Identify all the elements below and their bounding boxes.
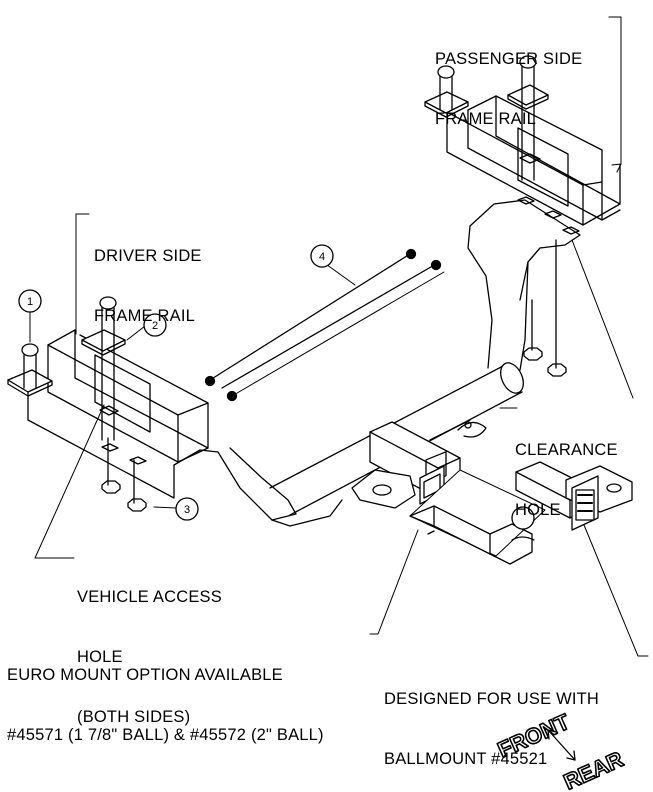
callout-3: 3 xyxy=(175,497,199,521)
driver-carriage-bolts xyxy=(7,296,126,441)
svg-text:4: 4 xyxy=(319,251,325,263)
vehicle-access-label: VEHICLE ACCESS HOLE (BOTH SIDES) xyxy=(77,588,222,726)
svg-text:3: 3 xyxy=(184,504,190,516)
long-bolts xyxy=(204,248,445,402)
passenger-carriage-bolts xyxy=(424,55,549,181)
driver-rail-label: DRIVER SIDE FRAME RAIL xyxy=(94,247,202,325)
clearance-hole-label: CLEARANCE HOLE xyxy=(515,441,618,519)
euro-ball-mount xyxy=(409,469,546,565)
hex-nuts xyxy=(101,239,567,512)
driver-frame-rail xyxy=(27,329,209,499)
passenger-frame-rail xyxy=(446,95,621,235)
direction-arrow-icon xyxy=(547,729,576,761)
euro-mount-label: EURO MOUNT OPTION AVAILABLE #45571 (1 7/… xyxy=(7,666,324,744)
passenger-rail-label: PASSENGER SIDE FRAME RAIL xyxy=(435,50,583,128)
svg-text:2: 2 xyxy=(152,320,158,332)
hitch-frame xyxy=(173,199,581,527)
leader-lines xyxy=(29,16,649,657)
ballmount-label: DESIGNED FOR USE WITH BALLMOUNT #45521 xyxy=(384,690,600,768)
ballmount-45521 xyxy=(515,461,633,531)
callout-4: 4 xyxy=(310,244,334,268)
callout-1: 1 xyxy=(18,289,42,313)
callout-2: 2 xyxy=(143,313,167,337)
svg-text:1: 1 xyxy=(27,296,33,308)
